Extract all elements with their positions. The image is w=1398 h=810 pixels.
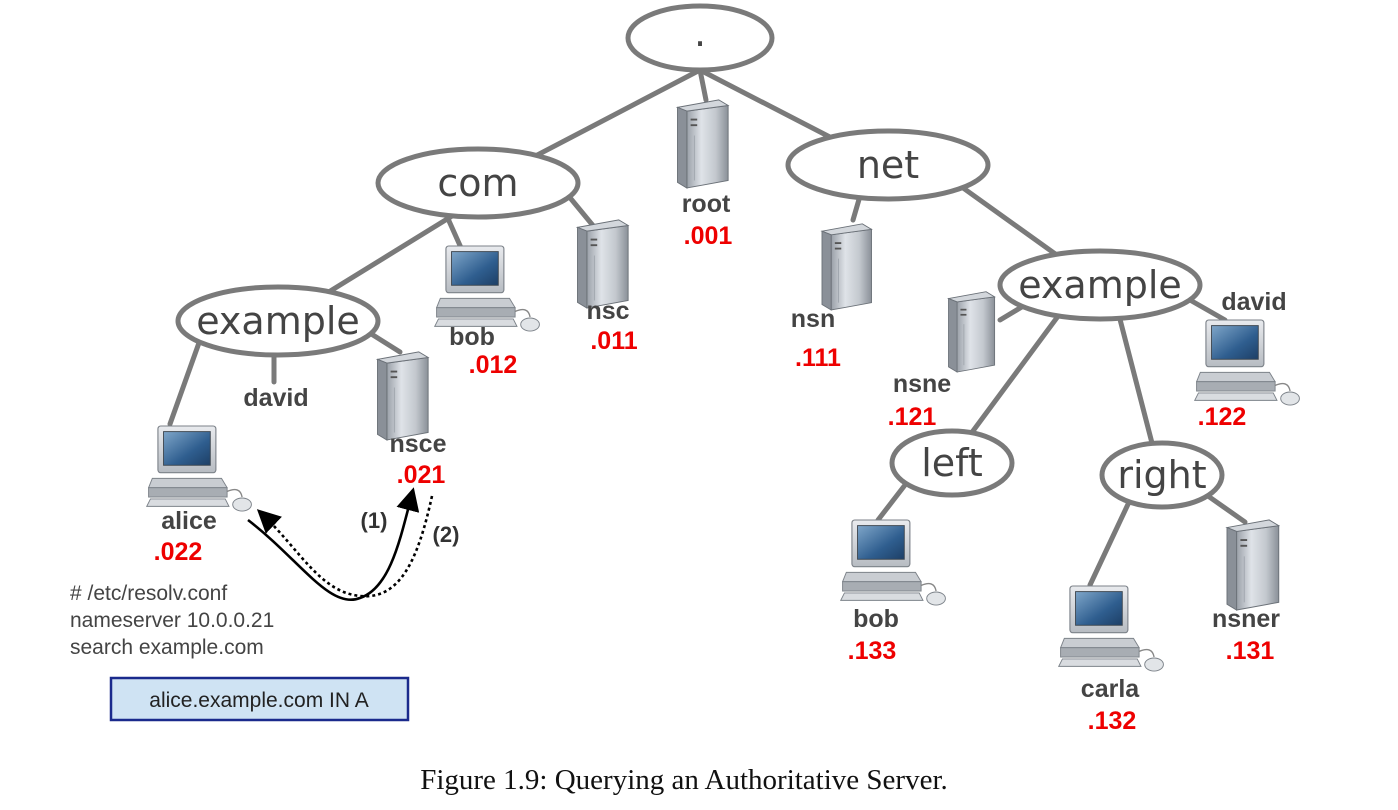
nsc-host-name: nsc [586,297,629,325]
bob-com-computer-icon [434,245,541,332]
carla-computer-icon [1058,585,1165,672]
edge-right-carla [1087,497,1133,588]
edge-root-rootserver [697,67,709,103]
nsne-host-ip: .121 [888,403,937,431]
step1-label: (1) [361,508,388,533]
resolv-comment: # /etc/resolv.conf [70,582,227,605]
zone-net-ellipse [785,128,991,202]
zone-left-label: left [921,441,983,485]
edge-left-bob [875,482,908,523]
edge-example-alice [167,337,203,427]
bob-net-host-ip: .133 [848,637,897,665]
query-text: alice.example.com IN A [149,689,368,712]
edge-example-david [1187,297,1228,323]
zone-nodes [175,3,1225,510]
nsce-host-ip: .021 [397,461,446,489]
nsne-server-icon [948,291,996,373]
zone-com-example-ellipse [175,284,381,358]
david-net-host-ip: .122 [1198,403,1247,431]
bob-net-host-name: bob [853,605,899,633]
nsc-server-icon [577,219,629,309]
nsner-host-ip: .131 [1226,637,1275,665]
figure-caption: Figure 1.9: Querying an Authoritative Se… [420,764,948,796]
nsc-host-ip: .011 [590,327,637,355]
nsn-server-icon [821,223,872,311]
bob-net-computer-icon [840,519,947,606]
nsner-host-name: nsner [1212,605,1280,633]
alice-computer-icon [146,425,253,512]
root-host-name: root [682,190,731,218]
carla-host-name: carla [1081,675,1140,703]
nsn-host-ip: .111 [795,344,841,372]
nsn-host-name: nsn [791,305,835,333]
bob-com-host-ip: .012 [469,351,518,379]
edge-right-nsner [1205,493,1248,525]
zone-right-label: right [1117,453,1206,497]
carla-host-ip: .132 [1088,707,1137,735]
edge-com-bob [442,209,465,253]
nsne-host-name: nsne [893,370,951,398]
root-server-icon [677,99,729,189]
zone-com-ellipse [375,146,581,220]
zone-left-ellipse [889,428,1015,498]
zone-com-example-label: example [196,299,360,343]
nsner-server-icon [1226,519,1280,611]
zone-right-ellipse [1099,440,1225,510]
bob-com-host-name: bob [449,323,495,351]
alice-host-name: alice [161,507,217,535]
zone-root-ellipse [625,3,775,73]
david-net-computer-icon [1194,319,1301,406]
resolv-nameserver: nameserver 10.0.0.21 [70,609,274,632]
zone-david-label: david [243,384,308,412]
zone-net-example-label: example [1018,263,1182,307]
zone-net-label: net [857,143,919,187]
nsce-server-icon [377,351,429,441]
zone-root-label: . [694,11,706,55]
query-box [109,676,410,722]
query-arrow-step1 [247,487,420,602]
nsce-host-name: nsce [390,430,447,458]
resolv-search: search example.com [70,636,264,659]
alice-host-ip: .022 [154,538,203,566]
root-host-ip: .001 [684,222,733,250]
response-arrow-step2 [256,495,434,598]
david-net-host-name: david [1221,288,1286,316]
step2-label: (2) [433,522,460,547]
zone-com-label: com [437,161,518,205]
zone-net-example-ellipse [997,248,1203,322]
